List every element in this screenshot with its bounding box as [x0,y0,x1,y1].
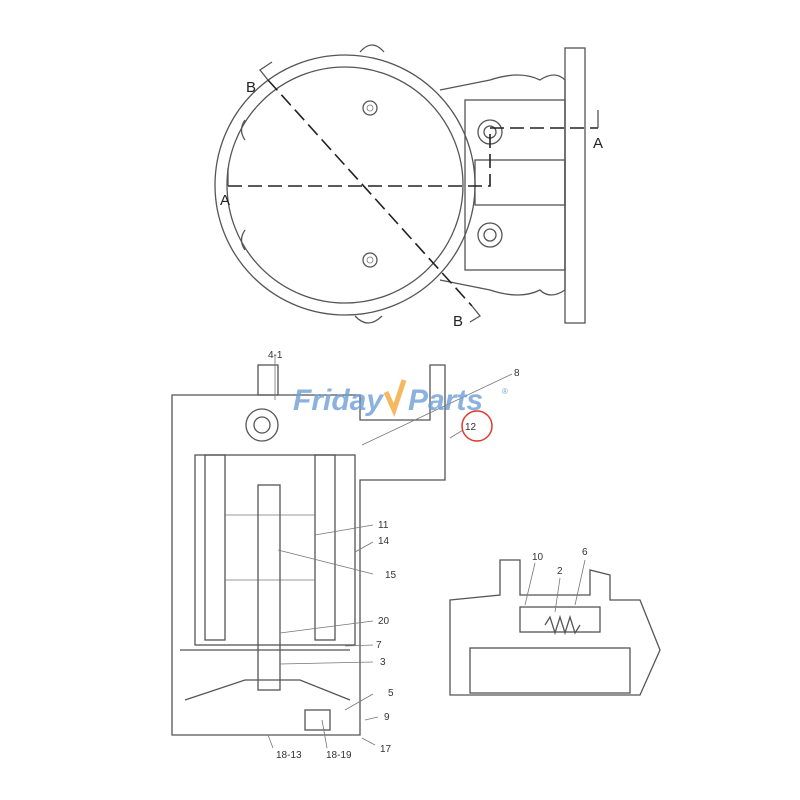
section-label-b-top: B [246,79,256,96]
callout-6: 6 [582,547,588,558]
callout-18-19: 18-19 [326,750,352,761]
top-view: A A B B [214,44,603,330]
section-a-view: 4-1 8 12 11 14 15 20 7 3 5 9 17 18-13 18… [171,350,520,761]
callout-10: 10 [532,552,544,563]
callout-11: 11 [378,520,389,531]
callout-2: 2 [557,566,563,577]
watermark-left: Friday [293,384,384,417]
callout-15: 15 [385,570,397,581]
watermark-right: Parts [408,384,483,417]
section-label-b-bottom: B [453,313,463,330]
callout-18-13: 18-13 [276,750,302,761]
callout-14: 14 [378,536,390,547]
callout-20: 20 [378,616,390,627]
section-label-a-left: A [220,192,230,209]
callout-12: 12 [465,422,477,433]
callout-17: 17 [380,744,392,755]
watermark-check-icon [383,379,407,417]
watermark-registered: ® [502,387,508,396]
highlight-circle [461,410,493,442]
callout-4-1: 4-1 [268,350,283,361]
callout-3: 3 [380,657,386,668]
section-b-view: 10 2 6 [449,547,661,696]
section-label-a-right: A [593,135,603,152]
callout-9: 9 [384,712,390,723]
callout-7: 7 [376,640,382,651]
callout-8: 8 [514,368,520,379]
fridayparts-watermark: Friday Parts ® [293,379,508,417]
callout-5: 5 [388,688,394,699]
